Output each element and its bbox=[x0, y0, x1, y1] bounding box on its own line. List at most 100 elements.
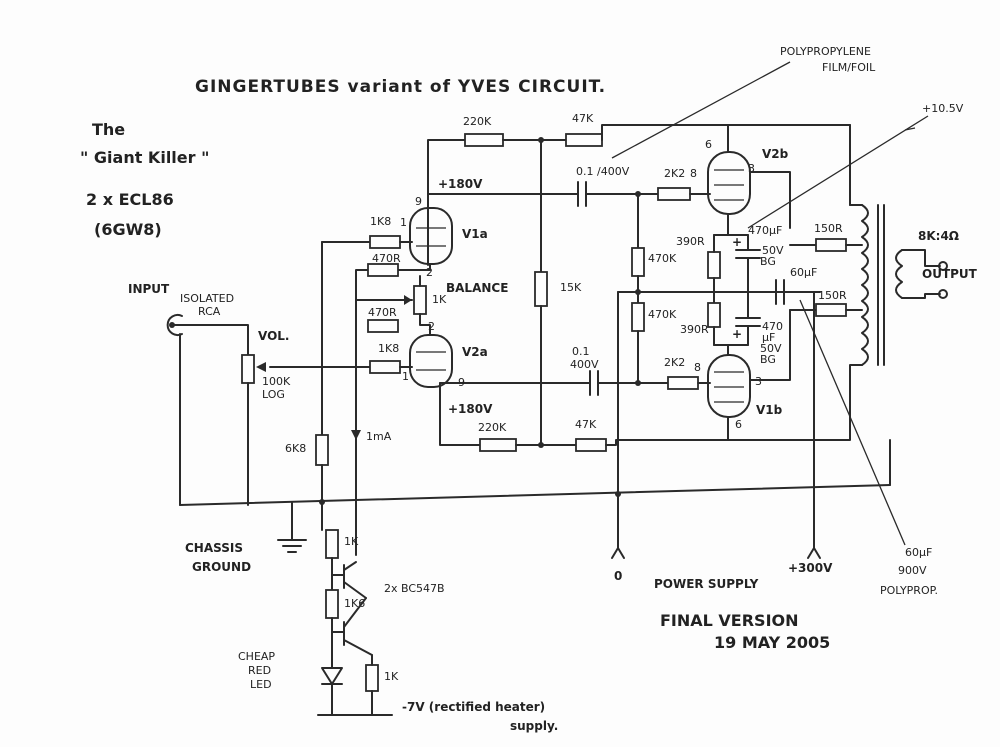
transistor-q1-emitter bbox=[343, 581, 367, 599]
label-balance-1k: 1K bbox=[432, 293, 447, 306]
label-vol-100k: 100K bbox=[262, 375, 291, 388]
tube-label-v1b: V1b bbox=[756, 403, 783, 417]
label-transistors: 2x BC547B bbox=[384, 582, 445, 595]
label-150r-bot: 150R bbox=[818, 289, 847, 302]
label-470k-top: 470K bbox=[648, 252, 677, 265]
label-47k-top: 47K bbox=[572, 112, 594, 125]
label-220k-bot: 220K bbox=[478, 421, 507, 434]
label-47k-bot: 47K bbox=[575, 418, 597, 431]
junction bbox=[319, 499, 325, 505]
resistor-1k6 bbox=[325, 589, 339, 619]
tick-mark bbox=[904, 127, 916, 131]
label-chassis: CHASSIS bbox=[185, 541, 243, 555]
label-final-version: FINAL VERSION bbox=[660, 611, 799, 630]
resistor-390r-bot bbox=[707, 302, 721, 328]
tube-label-v2a: V2a bbox=[462, 345, 488, 359]
label-1k8-top: 1K8 bbox=[370, 215, 391, 228]
label-rca: RCA bbox=[198, 305, 221, 318]
wire-output-top bbox=[901, 249, 941, 267]
note-900v: 900V bbox=[898, 564, 927, 577]
pin-9-bot: 9 bbox=[458, 376, 465, 389]
wire-cathode-bus-left bbox=[355, 269, 431, 376]
label-1k-q: 1K bbox=[344, 535, 359, 548]
heading-name: " Giant Killer " bbox=[80, 148, 209, 167]
junction bbox=[615, 491, 621, 497]
label-60uf: 60µF bbox=[790, 266, 817, 279]
label-150r-top: 150R bbox=[814, 222, 843, 235]
resistor-1k8-top bbox=[369, 235, 401, 249]
output-terminal-bottom bbox=[938, 289, 948, 299]
pin-8-bot: 8 bbox=[694, 361, 701, 374]
label-15k: 15K bbox=[560, 281, 582, 294]
potentiometer-volume bbox=[241, 354, 255, 384]
supply-0v-arrow bbox=[611, 547, 625, 559]
note-polyprop: POLYPROP. bbox=[880, 584, 938, 597]
supply-300v-arrow bbox=[807, 547, 821, 559]
wire-primary-bottom bbox=[727, 364, 863, 441]
label-led-cheap: CHEAP bbox=[238, 650, 275, 663]
label-1k-led: 1K bbox=[384, 670, 399, 683]
transistor-q2-emitter bbox=[343, 639, 373, 656]
label-300v: +300V bbox=[788, 561, 833, 575]
label-input: INPUT bbox=[128, 282, 170, 296]
label-180v-bot: +180V bbox=[448, 402, 493, 416]
resistor-470r-bot bbox=[367, 319, 399, 333]
note-polypropylene: POLYPROPYLENE bbox=[780, 45, 871, 58]
tube-v2a bbox=[409, 334, 453, 388]
wire-bot-right bbox=[605, 439, 729, 446]
label-power-supply: POWER SUPPLY bbox=[654, 577, 759, 591]
pin-2-bot: 2 bbox=[428, 320, 435, 333]
label-vol: VOL. bbox=[258, 329, 289, 343]
resistor-6k8 bbox=[315, 434, 329, 466]
label-470uf-top-v: 50V bbox=[762, 244, 784, 257]
wire-balance-bot bbox=[419, 313, 431, 336]
resistor-47k-top bbox=[565, 133, 603, 147]
note-60uf: 60µF bbox=[905, 546, 932, 559]
transistor-q2-collector bbox=[343, 597, 367, 628]
pin-2-top: 2 bbox=[426, 266, 433, 279]
schematic-title: GINGERTUBES variant of YVES CIRCUIT. bbox=[195, 77, 606, 97]
resistor-15k bbox=[534, 271, 548, 307]
label-cap-bot-v: 400V bbox=[570, 358, 599, 371]
heading-tubes: 2 x ECL86 bbox=[86, 190, 174, 209]
label-cap-top: 0.1 /400V bbox=[576, 165, 630, 178]
resistor-47k-bot bbox=[575, 438, 607, 452]
current-arrow bbox=[351, 430, 361, 440]
wire-top-left bbox=[427, 139, 476, 266]
resistor-150r-bot bbox=[815, 303, 847, 317]
label-2k2-bot: 2K2 bbox=[664, 356, 685, 369]
led-symbol bbox=[321, 667, 343, 685]
tube-v2b bbox=[707, 151, 751, 215]
output-terminal-top bbox=[938, 261, 948, 271]
transformer-secondary bbox=[895, 249, 903, 299]
junction bbox=[538, 442, 544, 448]
label-390r-bot: 390R bbox=[680, 323, 709, 336]
resistor-470k-bot bbox=[631, 302, 645, 332]
label-470r-bot: 470R bbox=[368, 306, 397, 319]
pin-8-top: 8 bbox=[690, 167, 697, 180]
label-heater: -7V (rectified heater) bbox=[402, 700, 545, 714]
label-1k8-bot: 1K8 bbox=[378, 342, 399, 355]
label-180v-top: +180V bbox=[438, 177, 483, 191]
pin-9-top: 9 bbox=[415, 195, 422, 208]
label-470uf-top: 470µF bbox=[748, 224, 782, 237]
resistor-220k-top bbox=[464, 133, 504, 147]
label-isolated: ISOLATED bbox=[180, 292, 234, 305]
resistor-470r-top bbox=[367, 263, 399, 277]
label-470uf-top-bg: BG bbox=[760, 255, 776, 268]
wire-top-right bbox=[601, 124, 729, 153]
label-470uf-bot-unit: µF bbox=[762, 331, 775, 344]
note-arrow-line bbox=[611, 61, 791, 159]
tube-label-v2b: V2b bbox=[762, 147, 789, 161]
resistor-150r-top bbox=[815, 238, 847, 252]
pin-6-bot: 6 bbox=[735, 418, 742, 431]
label-470uf-bot: 470 bbox=[762, 320, 783, 333]
label-led: LED bbox=[250, 678, 272, 691]
label-cap-bot: 0.1 bbox=[572, 345, 590, 358]
label-vol-log: LOG bbox=[262, 388, 285, 401]
resistor-1k-q bbox=[325, 529, 339, 559]
note-60uf-arrow bbox=[799, 299, 906, 546]
label-0v: 0 bbox=[614, 569, 622, 583]
